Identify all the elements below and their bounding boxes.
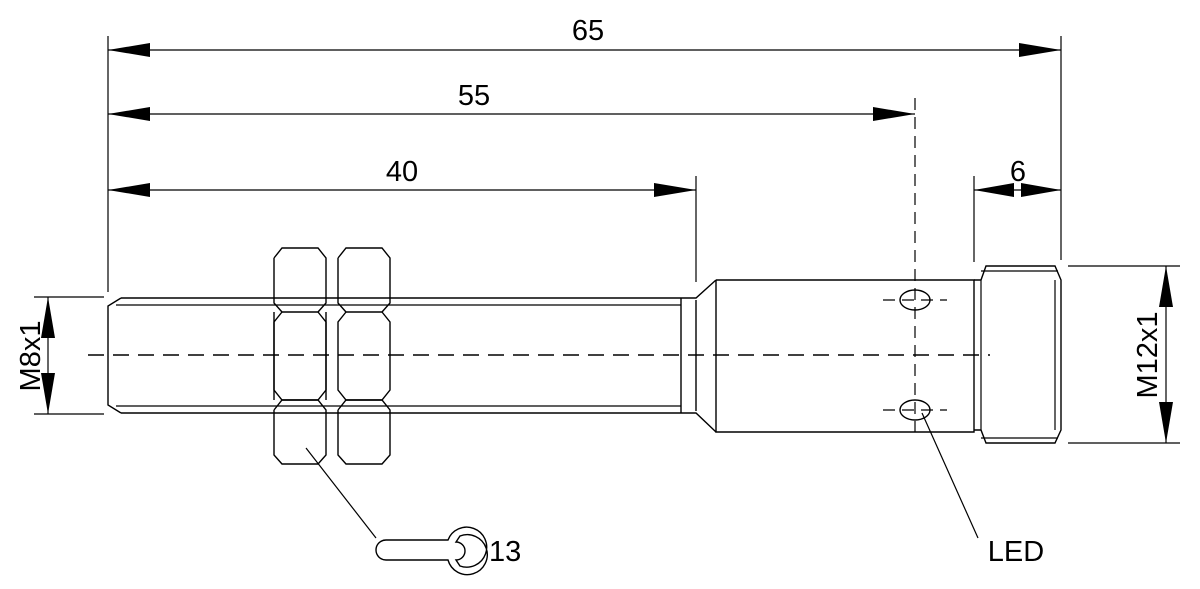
dim-55-label: 55	[458, 80, 490, 112]
wrench-callout: 13	[305, 447, 521, 576]
dim-6-label: 6	[1010, 156, 1026, 188]
led-callout: LED	[921, 412, 1044, 568]
dimension-65: 65	[108, 15, 1061, 57]
dim-65-label: 65	[572, 15, 604, 47]
hex-nut-2	[337, 247, 391, 465]
dimension-m8x1: M8x1	[15, 297, 55, 414]
dim-40-label: 40	[386, 156, 418, 188]
threaded-shaft-m8	[107, 297, 697, 414]
extension-lines	[34, 36, 1180, 444]
wrench-size-label: 13	[489, 536, 521, 568]
hex-nut-1	[273, 247, 327, 465]
taper-transition	[681, 279, 717, 433]
led-label: LED	[988, 536, 1044, 568]
dimension-6: 6	[974, 156, 1061, 197]
wrench-icon	[375, 526, 488, 576]
thread-m8x1-label: M8x1	[15, 321, 47, 392]
dimension-40: 40	[108, 156, 696, 197]
led-windows	[883, 289, 947, 421]
sensor-housing	[715, 279, 975, 433]
sensor-body	[107, 265, 1062, 444]
dimension-m12x1: M12x1	[1132, 266, 1173, 443]
thread-m12x1-label: M12x1	[1132, 311, 1164, 398]
dimension-55: 55	[108, 80, 915, 121]
threaded-end-m12	[974, 265, 1062, 444]
